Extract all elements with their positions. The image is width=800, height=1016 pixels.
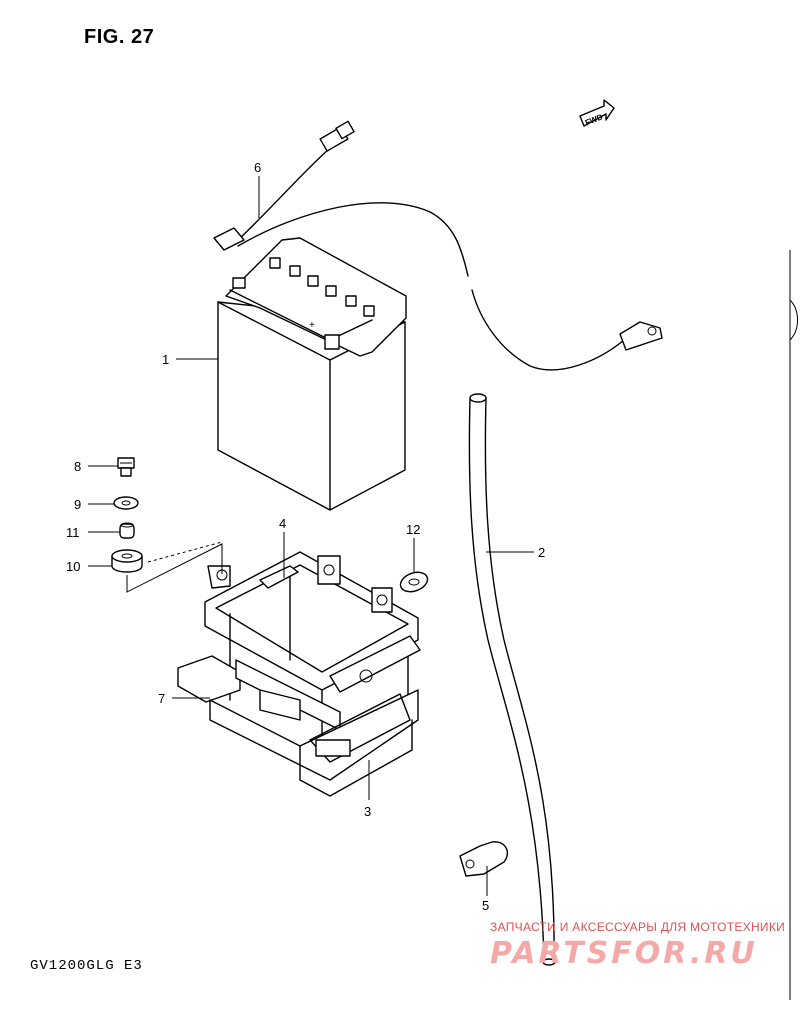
cable-part-6 <box>213 120 663 371</box>
callout-10: 10 <box>66 559 80 574</box>
battery-part: + <box>217 237 407 511</box>
washer-part-9 <box>113 496 139 510</box>
callout-9: 9 <box>74 497 81 512</box>
callout-11: 11 <box>66 525 80 540</box>
callout-12: 12 <box>406 522 420 537</box>
tray-part-3 <box>209 689 419 797</box>
callout-4: 4 <box>279 516 286 531</box>
callout-2: 2 <box>538 545 545 560</box>
callout-3: 3 <box>364 804 371 819</box>
grommet-part-10 <box>111 549 143 573</box>
callout-6: 6 <box>254 160 261 175</box>
callout-5: 5 <box>482 898 489 913</box>
callout-8: 8 <box>74 459 81 474</box>
grommet-part-12 <box>399 571 429 593</box>
svg-text:+: + <box>309 320 315 331</box>
callout-7: 7 <box>158 691 165 706</box>
collar-part-11 <box>119 522 135 539</box>
battery-holder-part-4 <box>204 551 419 771</box>
tube-part-2 <box>468 393 556 966</box>
bolt-part-8 <box>117 457 135 477</box>
watermark-brand-logo: PARTSFOR.RU <box>490 936 758 971</box>
edge-artifacts <box>789 250 798 1000</box>
leader-lines <box>88 176 534 896</box>
figure-title: FIG. 27 <box>84 26 155 48</box>
bracket-part-7 <box>177 635 421 731</box>
callout-1: 1 <box>162 352 169 367</box>
clamp-part-5 <box>459 841 509 877</box>
model-code: GV1200GLG E3 <box>30 958 143 974</box>
fwd-arrow-icon: FWD <box>579 99 615 127</box>
watermark-tagline: ЗАПЧАСТИ И АКСЕССУАРЫ ДЛЯ МОТОТЕХНИКИ <box>490 920 786 934</box>
